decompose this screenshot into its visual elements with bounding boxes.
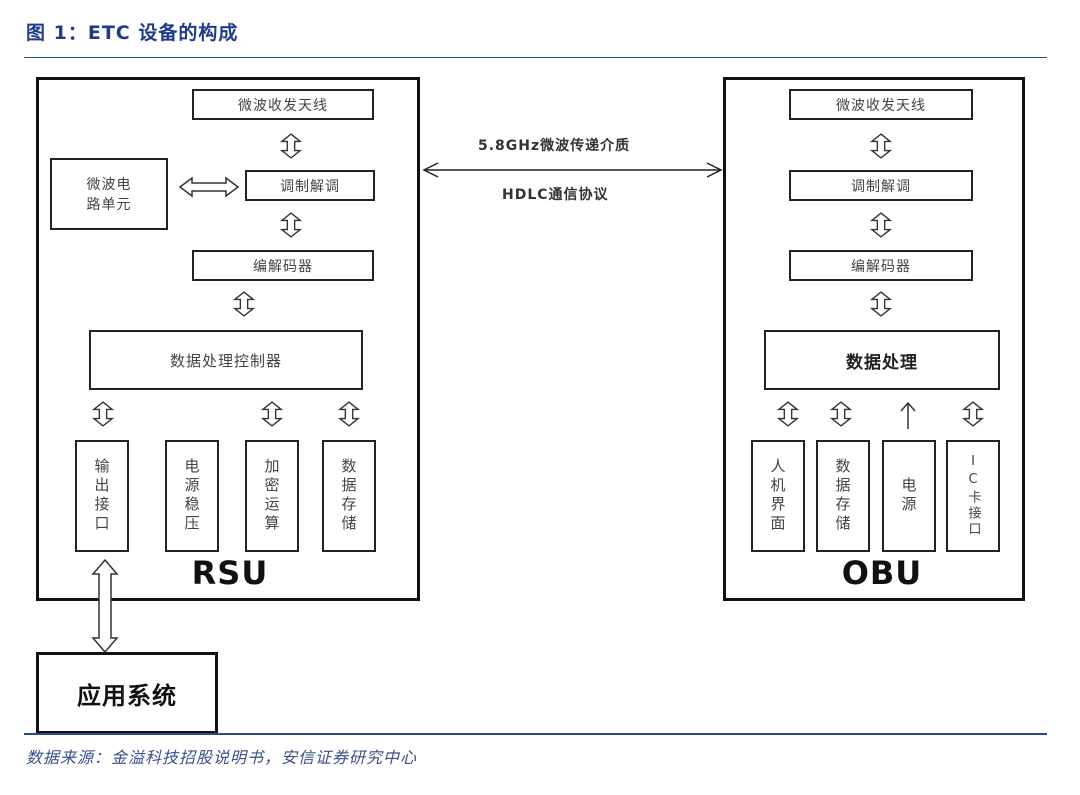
rsu-module-data-storage: 数据存储 [339,458,358,534]
rsu-controller-output-arrow [92,401,114,427]
obu-module-box [751,440,805,552]
rsu-module-box [322,440,376,552]
obu-codec-processor-arrow [870,291,892,317]
rsu-module-box [245,440,299,552]
wireless-link-arrow [422,162,723,178]
obu-module-power: 电源 [899,477,918,515]
figure-title: 图 1：ETC 设备的构成 [26,22,239,44]
rsu-circuit-unit-box [50,158,168,230]
data-source-note: 数据来源：金溢科技招股说明书，安信证券研究中心 [26,748,418,767]
obu-module-hmi: 人机界面 [768,458,787,534]
rsu-modem-label: 调制解调 [280,178,340,195]
rsu-module-box [75,440,129,552]
obu-name: OBU [841,554,923,592]
obu-modem-label: 调制解调 [851,178,911,195]
obu-codec-label: 编解码器 [851,258,911,275]
obu-module-box [816,440,870,552]
obu-module-box [882,440,936,552]
obu-module-box [946,440,1000,552]
circuit-modem-double-arrow [178,176,240,198]
obu-processor-box [764,330,1000,390]
rsu-antenna-modem-arrow [280,133,302,159]
obu-codec-box [789,250,973,281]
rsu-controller-label: 数据处理控制器 [169,351,282,370]
rsu-name: RSU [191,554,269,592]
application-system-label: 应用系统 [77,681,177,710]
obu-power-up-arrow [900,401,916,429]
obu-module-data-storage: 数据存储 [833,458,852,534]
obu-modem-codec-arrow [870,212,892,238]
rsu-module-encryption: 加密运算 [262,458,281,534]
rsu-modem-box [245,170,375,201]
obu-modem-box [789,170,973,201]
link-medium-label: 5.8GHz微波传递介质 [478,138,631,154]
footer-divider [24,733,1047,735]
header-divider [24,57,1047,58]
rsu-codec-label: 编解码器 [253,258,313,275]
rsu-circuit-unit-line2: 路单元 [86,197,132,213]
obu-module-ic-card: IC卡接口 [965,454,981,538]
obu-antenna-box [789,89,973,120]
rsu-to-app-double-arrow [91,558,119,654]
rsu-codec-controller-arrow [233,291,255,317]
rsu-antenna-label: 微波收发天线 [238,97,328,114]
rsu-controller-storage-arrow [338,401,360,427]
obu-processor-hmi-arrow [777,401,799,427]
rsu-circuit-unit-label: 微波电 路单元 [50,158,168,230]
rsu-module-power-regulator: 电源稳压 [182,458,201,534]
obu-processor-ic-card-arrow [962,401,984,427]
application-system-box [36,652,218,734]
link-protocol-label: HDLC通信协议 [502,187,609,203]
rsu-module-output-interface: 输出接口 [92,458,111,534]
rsu-circuit-unit-line1: 微波电 [86,177,132,193]
rsu-modem-codec-arrow [280,212,302,238]
obu-processor-storage-arrow [830,401,852,427]
obu-antenna-label: 微波收发天线 [836,97,926,114]
obu-processor-label: 数据处理 [846,352,918,373]
rsu-codec-box [192,250,374,281]
obu-antenna-modem-arrow [870,133,892,159]
rsu-antenna-box [192,89,374,120]
rsu-controller-box [89,330,363,390]
rsu-controller-encryption-arrow [261,401,283,427]
rsu-module-box [165,440,219,552]
